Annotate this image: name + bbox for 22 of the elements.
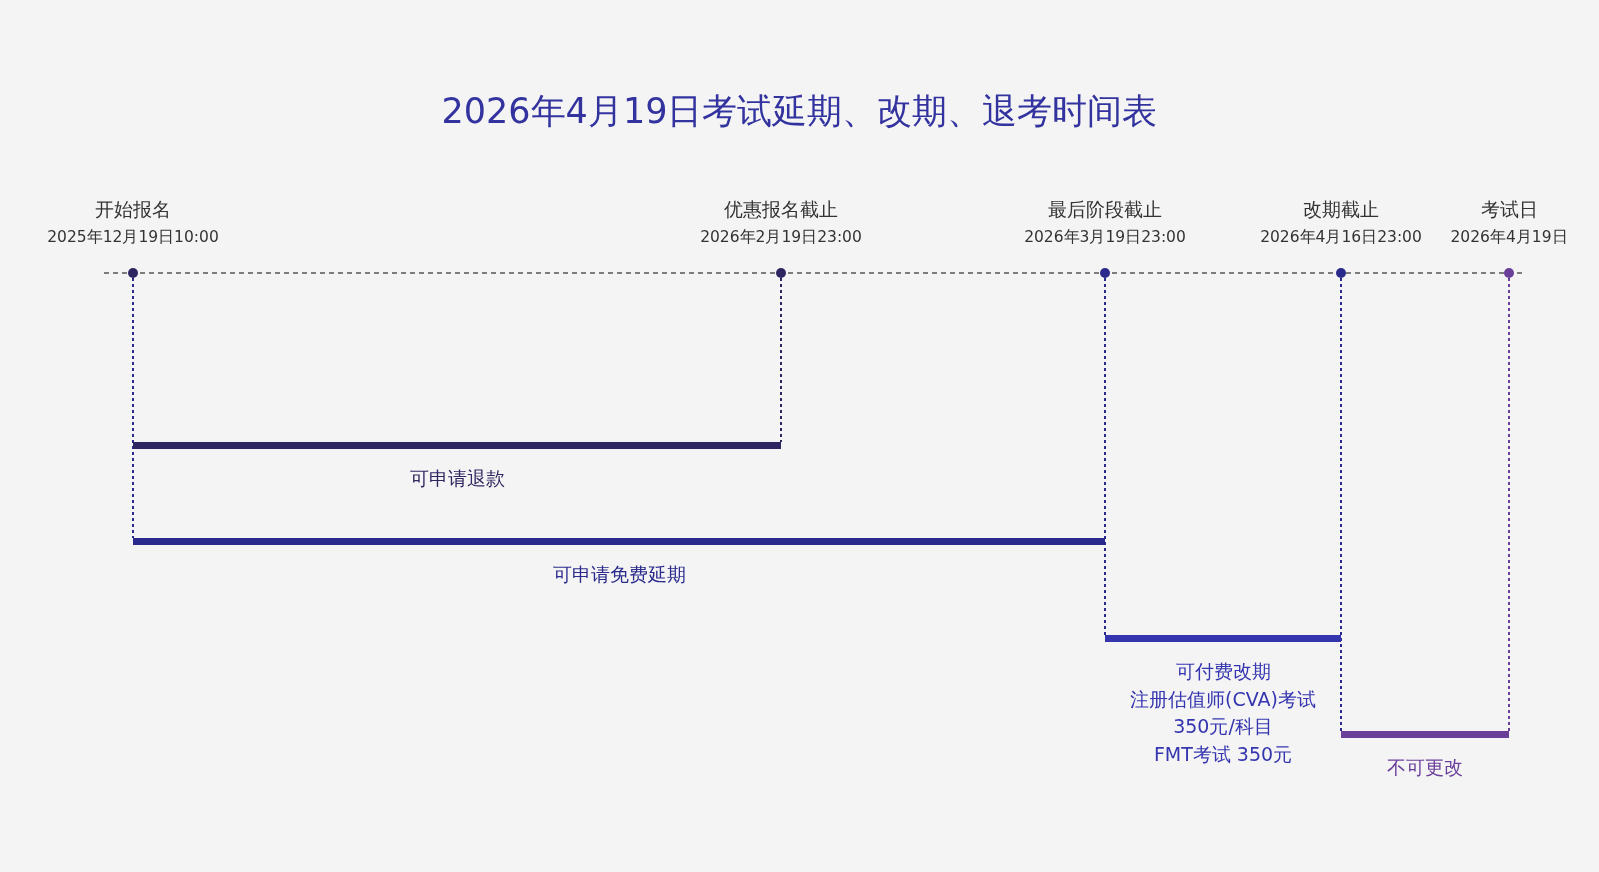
period-label: 可申请退款	[409, 466, 505, 491]
milestone-date: 2026年3月19日23:00	[1024, 227, 1186, 247]
connector-line	[1508, 277, 1510, 732]
period-label: 注册估值师(CVA)考试	[1130, 686, 1316, 712]
milestone-label: 开始报名	[95, 197, 171, 221]
milestone-date: 2026年4月19日	[1450, 227, 1568, 247]
period-label: 350元/科目	[1173, 714, 1273, 739]
period-label: 可付费改期	[1175, 659, 1271, 684]
milestone-label: 改期截止	[1303, 197, 1379, 221]
milestone-date: 2026年2月19日23:00	[700, 227, 862, 247]
connector-line	[1104, 277, 1106, 636]
connector-line	[780, 277, 782, 443]
milestone-label: 优惠报名截止	[724, 197, 838, 221]
period-label: FMT考试 350元	[1153, 741, 1293, 767]
period-label: 不可更改	[1387, 755, 1463, 780]
milestone-date: 2025年12月19日10:00	[47, 227, 219, 247]
period-label: 可申请免费延期	[552, 562, 686, 587]
connector-line	[132, 277, 134, 539]
milestone-label: 最后阶段截止	[1048, 197, 1162, 221]
title: 2026年4月19日考试延期、改期、退考时间表	[440, 90, 1159, 133]
milestone-label: 考试日	[1480, 197, 1538, 221]
milestone-date: 2026年4月16日23:00	[1260, 227, 1422, 247]
